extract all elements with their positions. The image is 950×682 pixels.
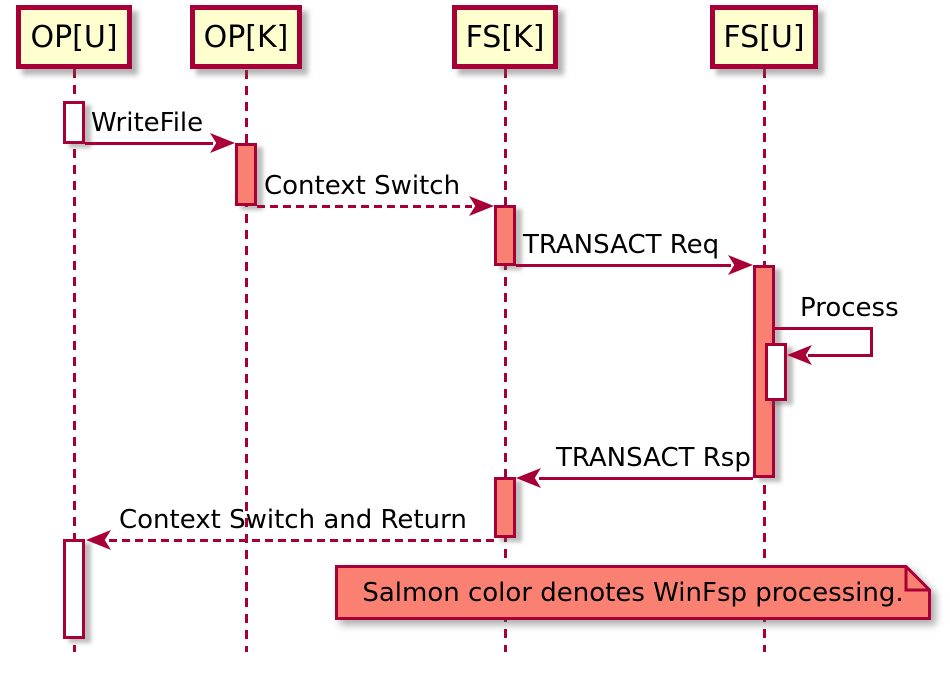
participant-fs-u: FS[U] (710, 5, 818, 69)
message-writefile-arrowhead-icon (210, 133, 235, 153)
message-transact-req-arrowhead-icon (728, 255, 753, 275)
message-process-line-top (775, 326, 873, 330)
message-context-switch-return-label: Context Switch and Return (119, 505, 467, 535)
participant-op-k: OP[K] (190, 5, 302, 69)
activation-op-u-2 (63, 539, 85, 639)
message-context-switch-return-arrowhead-icon (86, 530, 111, 550)
activation-op-k (235, 143, 257, 206)
lifeline-op-u (72, 69, 76, 652)
message-transact-req-label: TRANSACT Req (523, 230, 720, 260)
message-context-switch-line (257, 204, 472, 208)
message-context-switch-arrowhead-icon (469, 196, 494, 216)
activation-op-u-1 (63, 101, 85, 144)
participant-op-u: OP[U] (16, 5, 132, 69)
message-transact-rsp-arrowhead-icon (516, 468, 541, 488)
lifeline-op-k (244, 70, 248, 652)
message-process-line-bottom (808, 353, 873, 357)
message-transact-rsp-label: TRANSACT Rsp (556, 443, 751, 473)
lifeline-fs-k (503, 69, 507, 652)
message-transact-rsp-line (539, 476, 753, 480)
participant-fs-k-label: FS[K] (465, 19, 545, 55)
activation-fs-u-nested (765, 343, 787, 401)
activation-fs-k-1 (494, 205, 516, 266)
message-transact-req-line (516, 263, 731, 267)
participant-fs-k: FS[K] (452, 5, 558, 69)
message-process-line-right (870, 326, 873, 356)
message-process-label: Process (800, 293, 899, 323)
message-context-switch-return-line (109, 538, 494, 542)
participant-op-k-label: OP[K] (203, 19, 289, 55)
participant-fs-u-label: FS[U] (723, 19, 805, 55)
participant-op-u-label: OP[U] (30, 19, 118, 55)
message-context-switch-label: Context Switch (264, 171, 461, 201)
message-writefile-line (85, 141, 213, 145)
note-shape (335, 565, 931, 620)
note: Salmon color denotes WinFsp processing. (362, 577, 904, 608)
activation-fs-k-2 (494, 477, 516, 538)
message-writefile-label: WriteFile (91, 108, 204, 138)
